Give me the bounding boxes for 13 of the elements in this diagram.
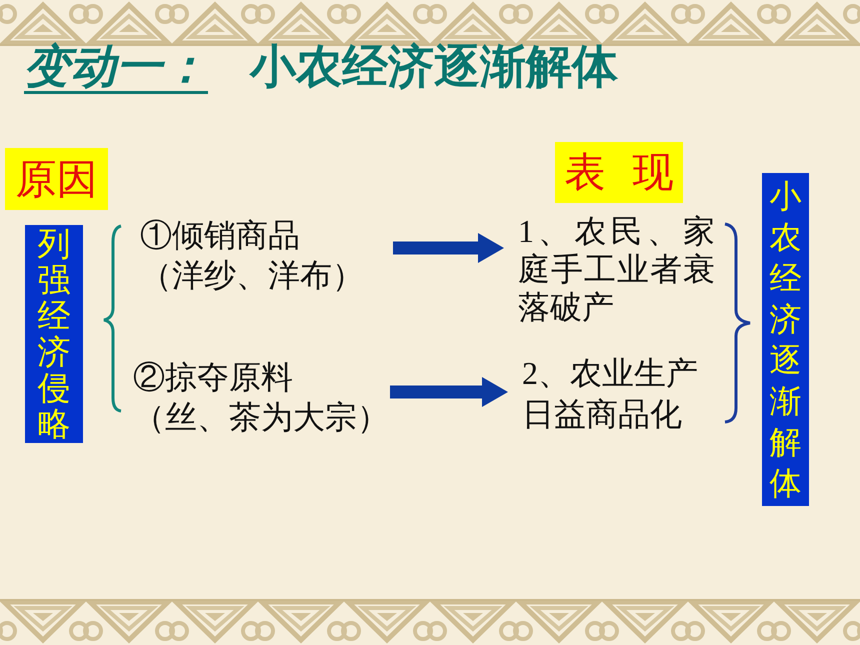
arrow [393, 233, 504, 263]
vertical-label-box: 小农经济逐渐解体 [762, 173, 809, 506]
vertical-label-box: 列强经济侵略 [25, 225, 83, 443]
note-text: （丝、茶为大宗） [133, 398, 389, 437]
numbered-item: 2、农业生产日益商品化 [522, 354, 699, 434]
heading-box: 原因 [5, 148, 108, 210]
note-text: （洋纱、洋布） [140, 256, 364, 295]
heading-box: 表 现 [555, 142, 683, 203]
slide-title: 变动一： 小农经济逐渐解体 [24, 38, 618, 95]
numbered-item: ②掠夺原料 [133, 358, 293, 397]
arrow [390, 377, 508, 407]
numbered-item: ①倾销商品 [140, 216, 300, 255]
numbered-item: 1、农民、家庭手工业者衰落破产 [518, 212, 715, 326]
